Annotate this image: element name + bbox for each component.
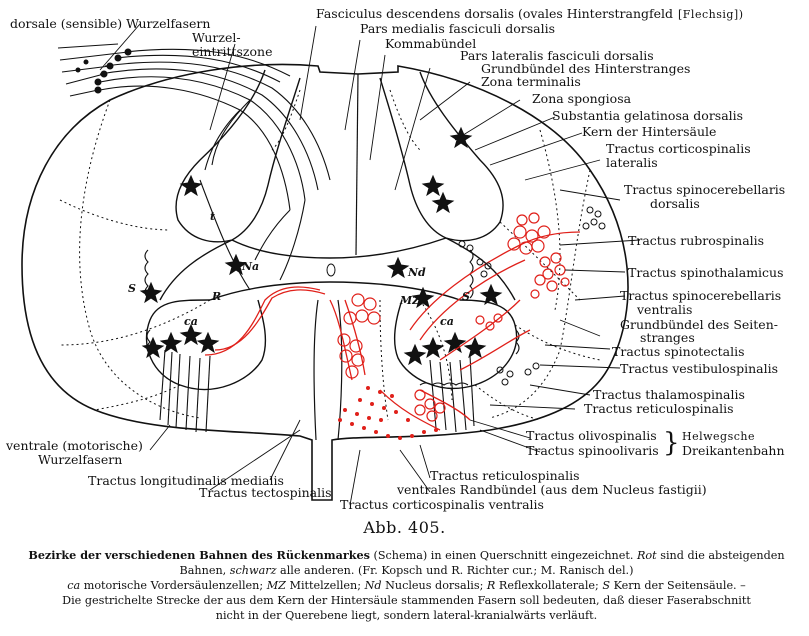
label-tr-spinothalamicus: Tractus spinothalamicus [628,265,784,280]
caption-mz-text: Mittelzellen; [285,579,365,592]
cell-label-t: t [210,210,215,223]
descending-tracts-red [204,231,581,431]
caption-line1-rest: (Schema) in einen Querschnitt eingezeich… [369,549,637,562]
caption-ca: ca [67,579,81,592]
label-ventral-root-1: ventrale (motorische) [5,438,143,453]
cell-label-mz: MZ [399,294,421,307]
caption-nd-text: Nucleus dorsalis; [381,579,487,592]
spinal-cord-cross-section-diagram: dorsale (sensible) Wurzelfasern Wurzel- … [5,6,785,512]
caption-line-1: Bezirke der verschiedenen Bahnen des Rüc… [14,548,799,563]
label-tr-tectospinalis: Tractus tectospinalis [199,485,332,500]
label-zona-terminalis: Zona terminalis [481,74,581,89]
label-ventr-randbuendel: ventrales Randbündel (aus dem Nucleus fa… [396,482,707,497]
figure-number: Abb. 405. [363,518,446,537]
caption-s: S [602,579,611,592]
grey-matter-scallops [144,249,520,386]
label-tr-spinocereb-dors-2: dorsalis [650,196,700,211]
caption-schwarz: schwarz [229,564,277,577]
helweg-brace: } [663,428,680,458]
ventral-root-fibers [159,349,475,433]
label-kommabuendel: Kommabündel [385,36,476,51]
label-pars-lateralis: Pars lateralis fasciculi dorsalis [460,48,654,63]
label-tr-rubrospinalis: Tractus rubrospinalis [628,233,764,248]
label-tr-corticospin-lat-2: lateralis [606,155,658,170]
label-tr-vestibulospinalis: Tractus vestibulospinalis [620,361,778,376]
dorsal-root-fibers [99,48,331,291]
cell-label-s-right: S [462,290,470,303]
cell-label-nd: Nd [407,266,426,279]
caption-nd: Nd [364,579,382,592]
label-tr-spinotectalis: Tractus spinotectalis [612,344,745,359]
caption-line-4: Die gestrichelte Strecke der aus dem Ker… [62,594,751,607]
caption-line1-end: sind die absteigenden [656,549,785,562]
caption-r-text: Reflexkollaterale; [495,579,603,592]
label-helweg-2: Dreikantenbahn [682,443,785,458]
label-grundb-seiten-2: stranges [640,330,695,345]
labels-top-right: Fasciculus descendens dorsalis (ovales H… [316,6,785,416]
figure-caption: Bezirke der verschiedenen Bahnen des Rüc… [14,548,799,623]
red-tract-dots [338,386,438,440]
label-tr-olivospinalis: Tractus olivospinalis [526,428,657,443]
caption-line-2: Bahnen, schwarz alle anderen. (Fr. Kopsc… [14,563,799,578]
label-flechsig: [Flechsig]) [678,8,743,21]
labels-top-left: dorsale (sensible) Wurzelfasern Wurzel- … [10,16,272,59]
label-tr-long-med: Tractus longitudinalis medialis [88,473,284,488]
caption-rot: Rot [637,549,657,562]
cell-label-ca-right: ca [440,315,454,328]
caption-r: R [486,579,496,592]
label-helweg-1: Helwegsche [682,430,755,443]
caption-mz: MZ [266,579,286,592]
label-tr-spinoolivaris: Tractus spinoolivaris [526,443,659,458]
caption-line-5: nicht in der Querebene liegt, sondern la… [215,609,598,622]
ascending-fibre-circles [458,206,606,386]
caption-line-3: ca motorische Vordersäulenzellen; MZ Mit… [14,578,799,593]
label-tr-reticulospinalis-2: Tractus reticulospinalis [430,468,580,483]
label-tr-spinocereb-ventr-1: Tractus spinocerebellaris [620,288,781,303]
label-fasc-desc-dors: Fasciculus descendens dorsalis (ovales H… [316,6,673,21]
label-tr-reticulospinalis: Tractus reticulospinalis [584,401,734,416]
dorsal-root-ganglion-lines [57,43,129,97]
labels-bottom-left: ventrale (motorische) Wurzelfasern Tract… [5,438,332,500]
labels-bottom-right: Tractus olivospinalis Tractus spinooliva… [340,428,785,512]
label-pars-medialis: Pars medialis fasciculi dorsalis [360,21,555,36]
label-grundb-hinter: Grundbündel des Hinterstranges [481,61,690,76]
label-dorsal-root: dorsale (sensible) Wurzelfasern [10,16,210,31]
label-tr-spinocereb-dors-1: Tractus spinocerebellaris [624,182,785,197]
label-subst-gel: Substantia gelatinosa dorsalis [552,108,743,123]
caption-title-bold: Bezirke der verschiedenen Bahnen des Rüc… [28,548,370,562]
label-grundb-seiten-1: Grundbündel des Seiten- [620,317,778,332]
cell-label-s-left: S [128,282,136,295]
label-ventral-root-2: Wurzelfasern [38,452,122,467]
red-tract-fibre-circles [337,212,570,422]
label-tr-corticospin-ventr: Tractus corticospinalis ventralis [340,497,544,512]
caption-line2-start: Bahnen, [179,564,230,577]
label-entry-zone-2: eintrittszone [192,44,272,59]
caption-s-text: Kern der Seitensäule. – [610,579,746,592]
tract-boundaries-dotted [59,89,601,421]
cell-labels: Na Nd MZ S S R ca ca t [128,210,470,328]
label-zona-spongiosa: Zona spongiosa [532,91,632,106]
label-tr-thalamospinalis: Tractus thalamospinalis [593,387,745,402]
cell-label-na: Na [241,260,259,273]
label-tr-spinocereb-ventr-2: ventralis [636,302,692,317]
cell-label-ca-left: ca [184,315,198,328]
motor-neurons [139,126,503,366]
caption-line2-rest: alle anderen. (Fr. Kopsch und R. Richter… [276,564,634,577]
cell-label-r: R [211,290,221,303]
label-tr-corticospin-lat-1: Tractus corticospinalis [606,141,751,156]
caption-ca-text: motorische Vordersäulenzellen; [80,579,267,592]
leader-lines [99,23,641,506]
label-kern-hinters: Kern der Hintersäule [582,124,716,139]
cord-outline [21,63,629,501]
label-entry-zone-1: Wurzel- [192,30,241,45]
